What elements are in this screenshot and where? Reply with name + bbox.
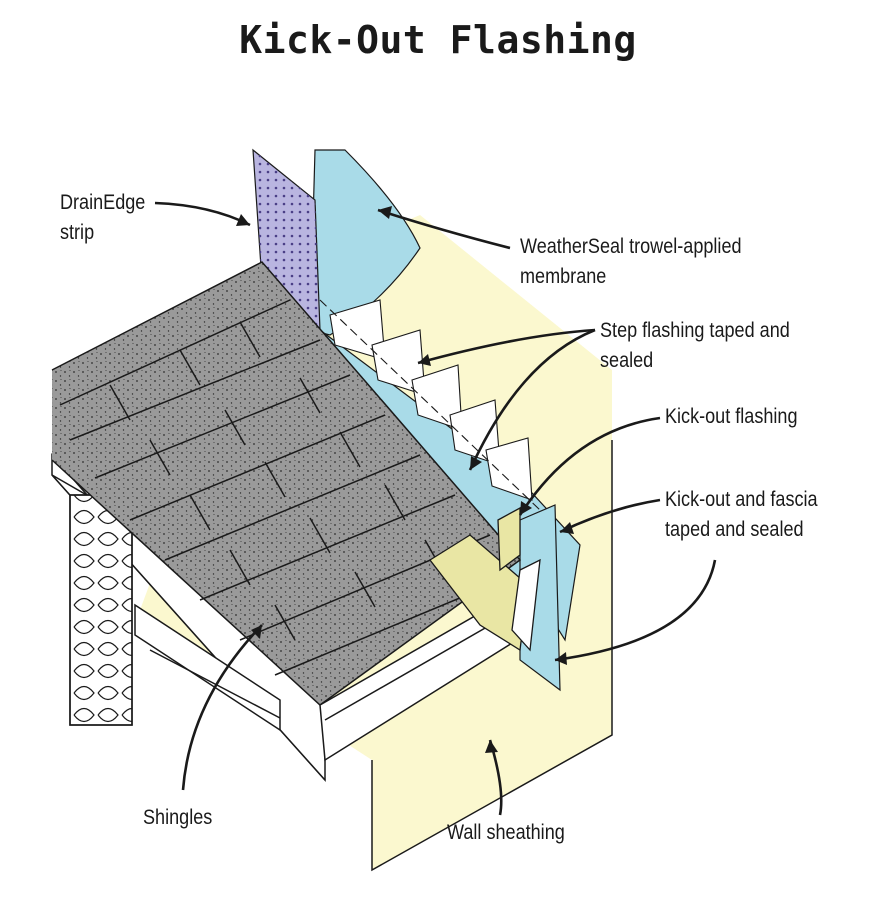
label-weatherseal-membrane: WeatherSeal trowel-applied membrane: [520, 235, 742, 288]
label-drainedge-strip: DrainEdge strip: [60, 191, 146, 244]
arrow-heads: [236, 206, 574, 753]
label-kickout-flashing: Kick-out flashing: [665, 405, 798, 428]
diagram-title: Kick-Out Flashing: [239, 18, 637, 62]
label-step-flashing: Step flashing taped and sealed: [600, 319, 790, 372]
label-kickout-fascia: Kick-out and fascia taped and sealed: [665, 488, 818, 541]
callout-arrows: [154, 201, 717, 816]
label-wall-sheathing: Wall sheathing: [447, 821, 565, 844]
roof-framing: [51, 453, 326, 782]
kickout-flashing: [429, 506, 541, 652]
label-shingles: Shingles: [143, 806, 213, 829]
roof-shingles: [51, 261, 522, 706]
step-flashing: [319, 299, 541, 511]
